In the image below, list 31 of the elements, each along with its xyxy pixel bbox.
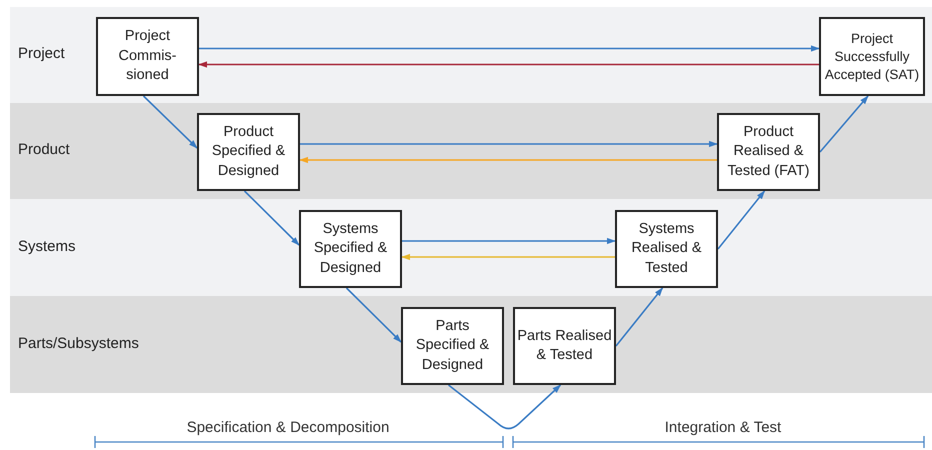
swimlane-band: [10, 103, 932, 199]
process-box: Product Realised & Tested (FAT): [717, 113, 820, 191]
swimlane-band: [10, 199, 932, 296]
process-box: Systems Specified & Designed: [299, 210, 402, 288]
process-box: Systems Realised & Tested: [615, 210, 718, 288]
lane-label: Parts/Subsystems: [18, 334, 139, 352]
lane-label: Project: [18, 45, 65, 62]
arrow: [300, 140, 718, 148]
lane-label: Product: [18, 141, 70, 158]
arrow: [448, 384, 562, 430]
arrow: [198, 61, 819, 68]
process-box: Product Specified & Designed: [197, 113, 300, 191]
swimlane-band: [10, 296, 932, 393]
arrow: [717, 190, 766, 250]
process-box: Parts Realised & Tested: [513, 307, 616, 385]
arrow: [244, 190, 300, 246]
arrow: [346, 287, 402, 343]
arrow: [615, 287, 664, 346]
swimlane-band: [10, 7, 932, 103]
process-box: Parts Specified & Designed: [401, 307, 504, 385]
arrow: [299, 156, 717, 164]
phase-label: Integration & Test: [664, 419, 782, 436]
arrow: [402, 238, 616, 244]
arrow: [199, 45, 820, 52]
process-box: Project Commis- sioned: [96, 17, 199, 96]
process-box: Project Successfully Accepted (SAT): [819, 17, 925, 96]
arrow: [819, 95, 869, 153]
lane-label: Systems: [18, 238, 76, 254]
arrow: [142, 95, 198, 149]
phase-label: Specification & Decomposition: [186, 419, 390, 436]
arrow: [401, 254, 615, 260]
